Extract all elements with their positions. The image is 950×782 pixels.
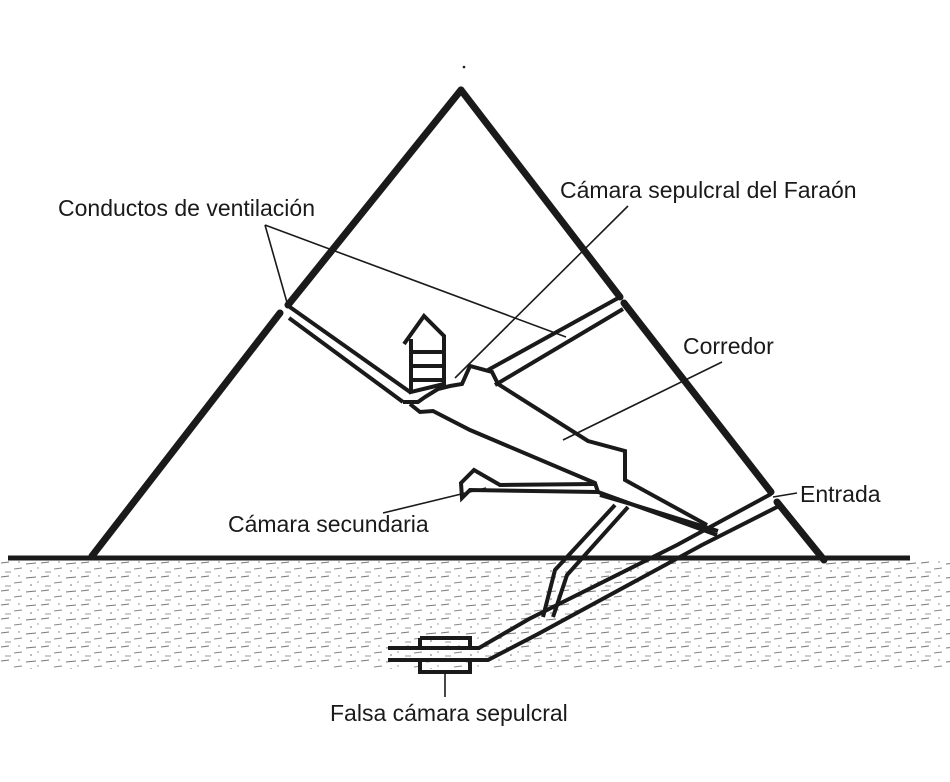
leader-ventilation-left bbox=[264, 224, 289, 307]
well-shaft-right bbox=[551, 505, 630, 618]
leader-corridor bbox=[562, 361, 723, 441]
ventilation-shaft-left-lower bbox=[287, 316, 405, 404]
pyramid-passages bbox=[285, 295, 780, 674]
leader-secondary-chamber bbox=[382, 487, 487, 514]
relieving-chambers bbox=[402, 312, 446, 395]
label-ventilation-shafts: Conductos de ventilación bbox=[58, 195, 315, 221]
ground-area bbox=[0, 559, 950, 669]
speck-mark bbox=[462, 65, 466, 69]
ventilation-shaft-left bbox=[285, 303, 412, 394]
leader-lines bbox=[264, 205, 798, 697]
leader-entrance bbox=[772, 492, 798, 498]
well-shaft-left bbox=[541, 503, 617, 618]
ascending-corridor bbox=[599, 493, 719, 533]
label-corridor: Corredor bbox=[683, 333, 774, 359]
leader-king-chamber bbox=[454, 205, 629, 379]
ventilation-shaft-right-lower bbox=[493, 307, 625, 387]
label-entrance: Entrada bbox=[800, 481, 881, 507]
pyramid-outline bbox=[88, 86, 828, 564]
descending-corridor-lower bbox=[388, 504, 780, 662]
ventilation-shaft-right bbox=[487, 295, 621, 372]
grand-gallery-upper bbox=[403, 363, 708, 527]
relieving-chambers-floors bbox=[413, 350, 442, 382]
label-secondary-chamber: Cámara secundaria bbox=[228, 511, 429, 537]
secondary-chamber bbox=[458, 467, 599, 503]
label-king-chamber: Cámara sepulcral del Faraón bbox=[560, 177, 857, 203]
label-false-chamber: Falsa cámara sepulcral bbox=[330, 700, 568, 726]
